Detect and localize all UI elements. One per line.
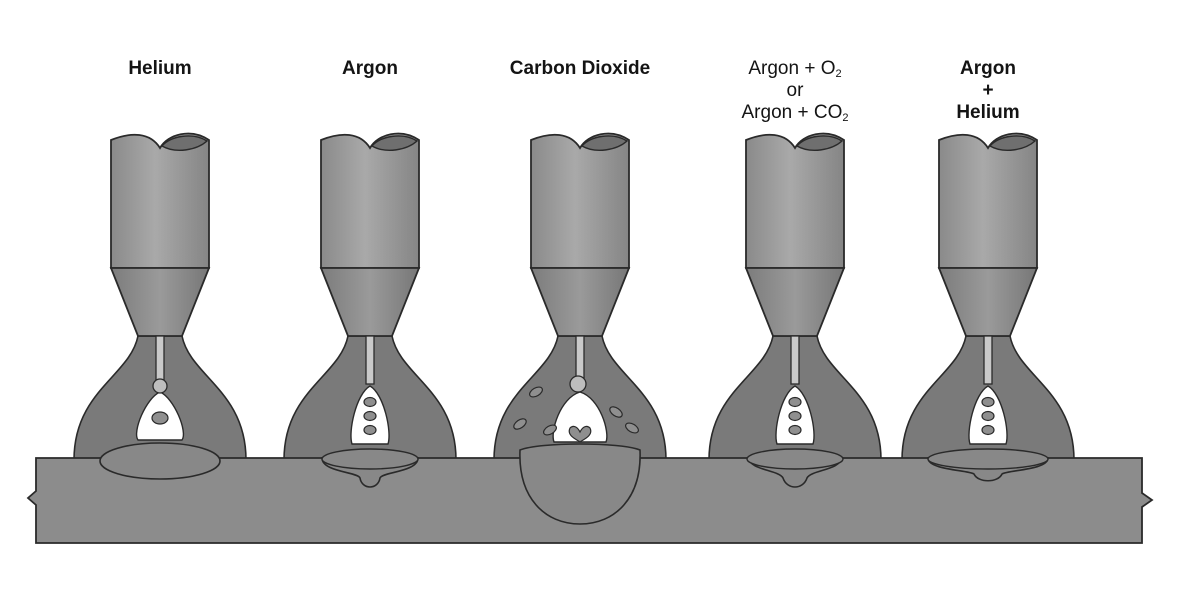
spatter-carbon-dioxide-2 <box>609 406 623 418</box>
nozzle-cone-argon-o2-co2 <box>744 267 846 337</box>
spatter-carbon-dioxide-0 <box>529 386 543 398</box>
spray-drop-argon-1 <box>363 410 377 422</box>
gas-label-helium: Helium <box>60 58 260 80</box>
gas-label-line: Argon <box>342 58 398 79</box>
gas-label-line-wrap: Argon + CO2 <box>695 102 895 124</box>
nozzle-body-argon-o2-co2 <box>745 132 845 269</box>
gas-label-line: Helium <box>128 58 192 79</box>
gas-label-argon-helium: Argon+Helium <box>888 58 1088 124</box>
gas-label-line: or <box>786 80 804 101</box>
electrode-argon-helium <box>983 335 993 385</box>
nozzle-cone-helium <box>109 267 211 337</box>
base-metal-layer <box>26 442 1154 544</box>
electrode-argon <box>365 335 375 385</box>
gas-label-subscript: 2 <box>842 112 849 124</box>
nozzle-opening-helium <box>160 135 209 152</box>
droplet-tip-carbon-dioxide <box>569 375 587 393</box>
electrode-carbon-dioxide <box>575 335 585 381</box>
gas-label-line: Helium <box>956 102 1020 123</box>
gas-label-line: Argon + O <box>748 58 836 79</box>
torch-layer <box>109 132 1039 445</box>
spray-drop-argon-helium-1 <box>981 410 995 422</box>
globule-carbon-dioxide <box>568 425 592 443</box>
weld-pool-helium <box>99 442 221 480</box>
gas-label-subscript: 2 <box>835 68 842 80</box>
spatter-carbon-dioxide-4 <box>543 424 557 436</box>
electrode-argon-o2-co2 <box>790 335 800 385</box>
spray-drop-argon-o2-co2-2 <box>788 424 802 436</box>
nozzle-body-carbon-dioxide <box>530 132 630 269</box>
gas-label-carbon-dioxide: Carbon Dioxide <box>480 58 680 80</box>
weld-pool-carbon-dioxide <box>519 443 641 525</box>
nozzle-cone-argon-helium <box>937 267 1039 337</box>
spatter-carbon-dioxide-1 <box>513 418 527 430</box>
nozzle-opening-argon-o2-co2 <box>795 135 844 152</box>
electrode-helium <box>155 335 165 381</box>
spray-drop-argon-o2-co2-0 <box>788 396 802 408</box>
spray-drop-argon-2 <box>363 424 377 436</box>
droplet-tip-helium <box>152 378 168 394</box>
weld-bead-argon <box>321 448 419 470</box>
nozzle-cone-argon <box>319 267 421 337</box>
gas-label-line-wrap: Argon + O2 <box>695 58 895 80</box>
gas-label-line: Argon + CO <box>741 102 843 123</box>
weld-bead-argon-o2-co2 <box>746 448 844 470</box>
gas-label-line: Carbon Dioxide <box>509 58 651 79</box>
spray-drop-argon-0 <box>363 396 377 408</box>
spray-drop-argon-helium-0 <box>981 396 995 408</box>
nozzle-opening-argon-helium <box>988 135 1037 152</box>
weld-bead-argon-helium <box>927 448 1049 470</box>
gas-label-argon: Argon <box>270 58 470 80</box>
spatter-carbon-dioxide-3 <box>625 422 639 434</box>
nozzle-body-helium <box>110 132 210 269</box>
gas-label-line: Argon <box>960 58 1016 79</box>
nozzle-cone-carbon-dioxide <box>529 267 631 337</box>
droplet-helium <box>151 411 169 425</box>
spray-drop-argon-helium-2 <box>981 424 995 436</box>
nozzle-opening-carbon-dioxide <box>580 135 629 152</box>
nozzle-body-argon-helium <box>938 132 1038 269</box>
nozzle-body-argon <box>320 132 420 269</box>
spray-drop-argon-o2-co2-1 <box>788 410 802 422</box>
nozzle-opening-argon <box>370 135 419 152</box>
gas-label-line: + <box>982 80 994 101</box>
